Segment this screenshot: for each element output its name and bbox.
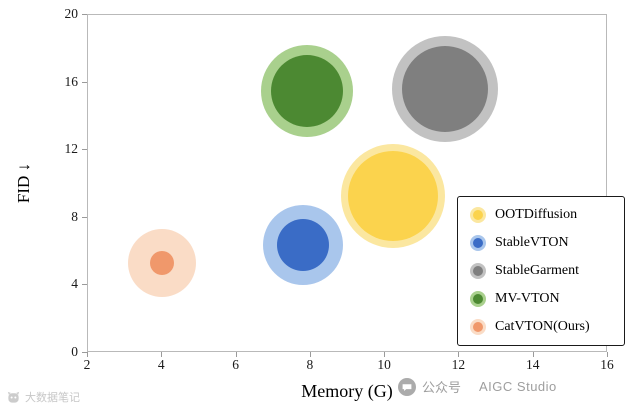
x-tick-label: 2 — [83, 357, 91, 372]
legend-item-stablevton: StableVTON — [470, 235, 612, 251]
watermark-left: 大数据笔记 — [6, 389, 80, 405]
bubble-stablegarment — [391, 36, 498, 143]
y-axis-label: FID ↓ — [14, 162, 33, 204]
x-tick-mark — [161, 352, 163, 357]
plot-area — [87, 14, 607, 352]
legend-label: StableVTON — [495, 235, 569, 250]
legend-marker-core — [473, 238, 483, 248]
x-tick-label: 10 — [377, 357, 391, 372]
y-tick-label: 12 — [64, 141, 79, 157]
bubble-mv-vton — [261, 45, 354, 138]
legend-marker-catvton-ours — [470, 319, 486, 335]
watermark-text: 大数据笔记 — [25, 392, 80, 404]
bubble-core-catvton-ours — [150, 251, 175, 276]
x-tick-label: 4 — [157, 357, 165, 372]
account-label: 公众号 — [422, 380, 462, 395]
y-tick-mark — [82, 149, 87, 151]
legend-label: CatVTON(Ours) — [495, 319, 590, 334]
legend-marker-stablegarment — [470, 263, 486, 279]
legend-marker-stablevton — [470, 235, 486, 251]
legend-item-ootdiffusion: OOTDiffusion — [470, 207, 612, 223]
x-tick-label: 12 — [451, 357, 466, 372]
legend-marker-ootdiffusion — [470, 207, 486, 223]
legend-item-catvton-ours: CatVTON(Ours) — [470, 319, 612, 335]
legend-item-mv-vton: MV-VTON — [470, 291, 612, 307]
legend-item-stablegarment: StableGarment — [470, 263, 612, 279]
legend-label: StableGarment — [495, 263, 579, 278]
legend-marker-core — [473, 266, 483, 276]
x-tick-mark — [384, 352, 386, 357]
x-tick-label: 6 — [232, 357, 239, 372]
legend-label: MV-VTON — [495, 291, 560, 306]
bubble-core-stablevton — [277, 218, 330, 271]
y-tick-mark — [82, 284, 87, 286]
y-tick-label: 8 — [71, 208, 78, 224]
x-tick-label: 8 — [306, 357, 314, 372]
y-tick-label: 16 — [64, 73, 79, 89]
y-tick-mark — [82, 14, 87, 15]
legend-marker-core — [473, 210, 483, 220]
watermark-logo-icon — [6, 390, 21, 405]
y-tick-mark — [82, 81, 87, 83]
y-tick-label: 0 — [71, 344, 78, 359]
x-tick-mark — [532, 352, 534, 357]
legend-marker-core — [473, 294, 483, 304]
legend-marker-mv-vton — [470, 291, 486, 307]
bubble-core-ootdiffusion — [347, 150, 438, 241]
legend-marker-core — [473, 322, 483, 332]
y-tick-mark — [82, 352, 87, 353]
x-tick-mark — [607, 352, 608, 357]
x-tick-mark — [309, 352, 311, 357]
y-tick-label: 20 — [64, 6, 79, 21]
watermark-account: 公众号 AIGC Studio — [398, 377, 557, 396]
x-tick-mark — [235, 352, 237, 357]
x-tick-mark — [87, 352, 88, 357]
x-tick-label: 16 — [600, 357, 614, 372]
bubble-stablevton — [263, 204, 344, 285]
bubble-core-mv-vton — [271, 55, 344, 128]
x-tick-label: 14 — [525, 357, 540, 372]
x-axis-label: Memory (G) — [301, 381, 393, 401]
legend-label: OOTDiffusion — [495, 207, 578, 222]
y-tick-mark — [82, 216, 87, 218]
account-name: AIGC Studio — [479, 379, 557, 394]
wechat-chat-icon — [398, 377, 416, 396]
x-tick-mark — [458, 352, 460, 357]
bubble-catvton-ours — [128, 229, 197, 298]
bubble-ootdiffusion — [340, 143, 445, 248]
bubble-core-stablegarment — [401, 46, 488, 133]
y-tick-label: 4 — [71, 276, 78, 292]
